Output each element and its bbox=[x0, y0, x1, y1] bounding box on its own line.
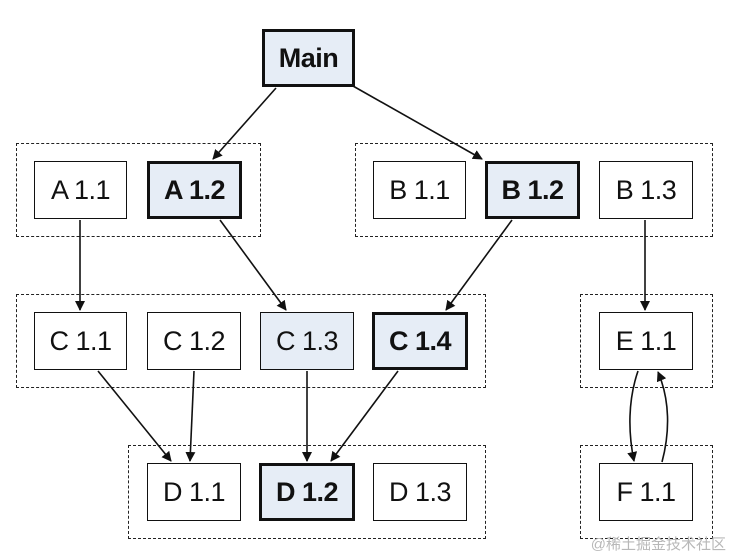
group-c bbox=[16, 294, 486, 388]
group-f bbox=[580, 445, 713, 539]
node-c14: C 1.4 bbox=[372, 312, 468, 370]
node-e11: E 1.1 bbox=[599, 312, 693, 370]
group-a bbox=[16, 143, 261, 237]
node-c12: C 1.2 bbox=[147, 312, 241, 370]
node-b11: B 1.1 bbox=[373, 161, 466, 219]
edge-e11-f11 bbox=[627, 370, 639, 462]
edge-b12-c14 bbox=[445, 219, 513, 311]
edge-c11-d11 bbox=[97, 370, 172, 462]
node-c13: C 1.3 bbox=[260, 312, 354, 370]
edge-c14-d12 bbox=[330, 370, 399, 462]
node-d13: D 1.3 bbox=[373, 463, 467, 521]
edge-c12-d11 bbox=[185, 370, 196, 462]
edge-main-a12 bbox=[212, 87, 277, 160]
node-main: Main bbox=[262, 29, 355, 87]
node-b12: B 1.2 bbox=[485, 161, 580, 219]
node-a12: A 1.2 bbox=[147, 161, 242, 219]
node-d12: D 1.2 bbox=[259, 463, 355, 521]
edge-f11-e11 bbox=[656, 371, 669, 463]
watermark-text: @稀土掘金技术社区 bbox=[590, 536, 726, 553]
group-b bbox=[355, 143, 713, 237]
node-c11: C 1.1 bbox=[34, 312, 127, 370]
edge-a12-c13 bbox=[219, 219, 287, 311]
node-d11: D 1.1 bbox=[147, 463, 241, 521]
group-e bbox=[580, 294, 713, 388]
node-a11: A 1.1 bbox=[34, 161, 127, 219]
node-f11: F 1.1 bbox=[599, 463, 693, 521]
edge-main-b12 bbox=[352, 85, 483, 160]
node-b13: B 1.3 bbox=[599, 161, 693, 219]
